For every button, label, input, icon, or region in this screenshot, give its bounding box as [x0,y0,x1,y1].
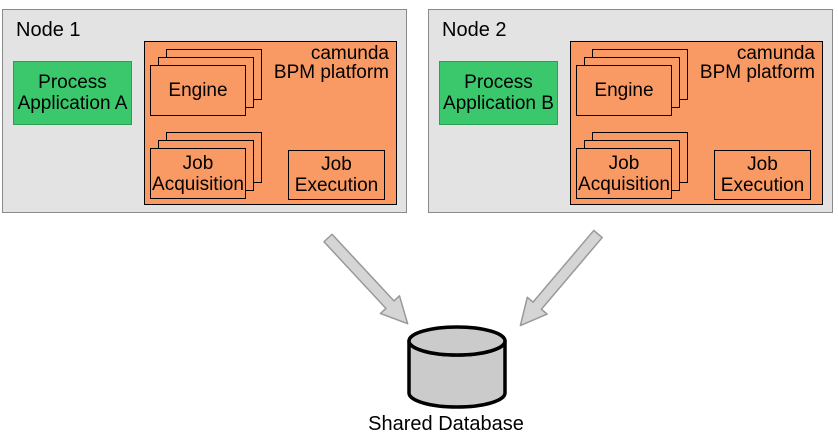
database-cylinder-icon [407,325,507,409]
platform-title-line2: BPM platform [699,62,815,83]
platform-title-line1: camunda [310,43,389,64]
job-acquisition-line1: Job [608,152,640,174]
platform-title-line1: camunda [736,43,815,64]
node2-title: Node 2 [442,19,507,41]
node2-panel: Node 2 Process Application B camunda BPM… [428,9,833,213]
job-acquisition-line2: Acquisition [152,173,244,195]
job-acquisition-line1: Job [182,152,214,174]
process-application-a-line2: Application A [17,93,128,114]
node2-bpm-platform-panel: camunda BPM platform Engine Job Acquisit… [570,41,823,205]
node1-engine-box: Engine [150,65,246,116]
node1-platform-title: camunda BPM platform [274,44,389,82]
process-application-b-line2: Application B [443,93,554,114]
platform-title-line2: BPM platform [273,62,389,83]
node1-bpm-platform-panel: camunda BPM platform Engine Job Acquisit… [144,41,397,205]
job-execution-line2: Execution [294,175,379,196]
node1-panel: Node 1 Process Application A camunda BPM… [2,9,407,213]
process-application-a-box: Process Application A [13,61,132,125]
engine-label: Engine [594,80,654,101]
node2-job-execution-box: Job Execution [714,150,811,200]
node1-title: Node 1 [16,19,81,41]
shared-database-label: Shared Database [368,413,524,435]
node2-job-acquisition-box: Job Acquisition [576,148,672,199]
node2-platform-title: camunda BPM platform [700,44,815,82]
job-acquisition-line2: Acquisition [578,173,670,195]
engine-label: Engine [168,80,228,101]
job-execution-line2: Execution [720,175,805,196]
process-application-b-line1: Process [464,72,533,93]
job-execution-line1: Job [747,154,778,175]
node2-engine-box: Engine [576,65,672,116]
arrow-node1-to-database-icon [323,233,409,325]
arrow-node2-to-database-icon [519,229,603,327]
process-application-b-box: Process Application B [439,61,558,125]
process-application-a-line1: Process [38,72,107,93]
job-execution-line1: Job [321,154,352,175]
node1-job-acquisition-box: Job Acquisition [150,148,246,199]
node1-job-execution-box: Job Execution [288,150,385,200]
